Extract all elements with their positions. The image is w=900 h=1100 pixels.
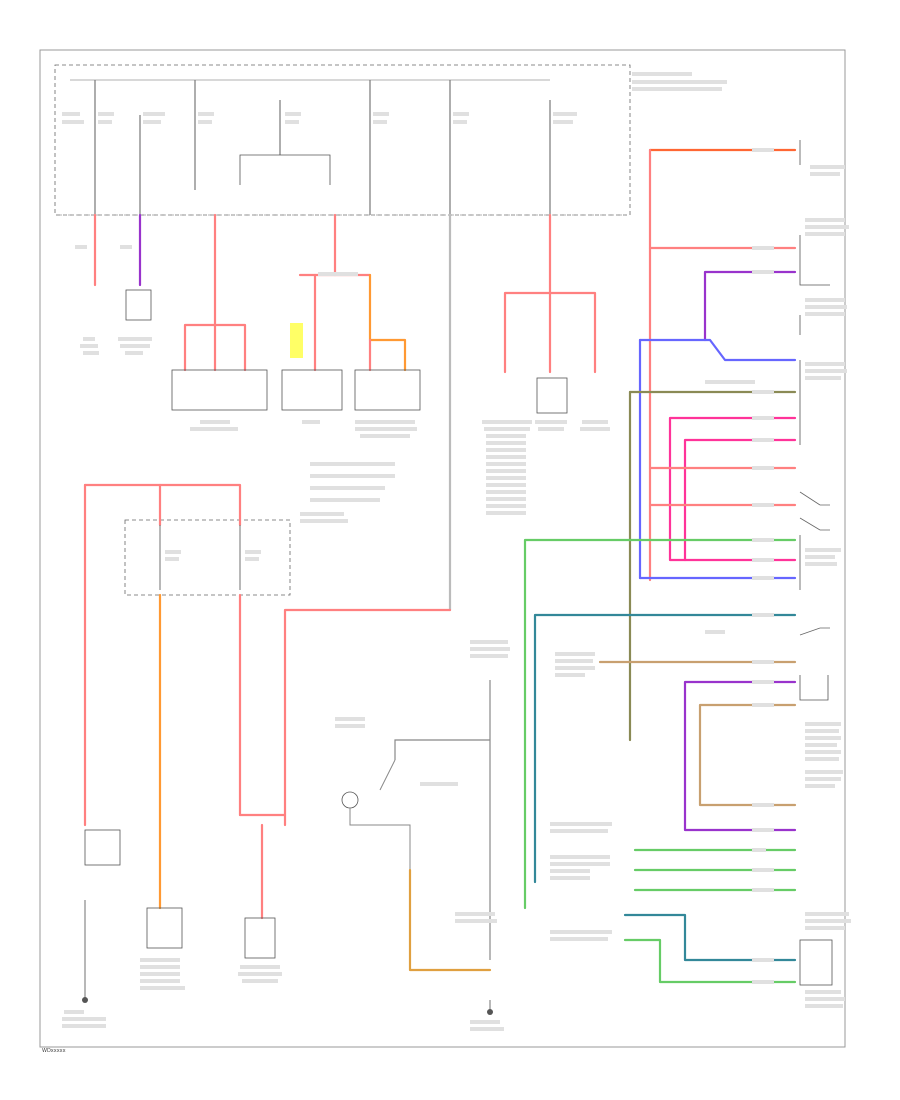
aux-fuse-block-label [190,420,238,431]
fuel-pump-label [80,337,99,355]
ground-left [62,900,106,1028]
relay-label [118,337,152,355]
footer-text: WDxxxxx [42,1048,66,1054]
top-panel-bus-label [318,272,358,276]
fuse-panel-top [54,64,727,216]
lamp-icon [341,791,359,809]
relay-component [125,289,152,321]
aux-battery-label [140,958,185,990]
legend-notes [300,462,395,523]
right-wire-harness [523,148,797,984]
left-fuse-module [83,483,291,827]
consumer-switch [536,377,568,414]
fuse-panel-top-label [632,72,727,91]
radio-label [302,420,320,424]
center-right-labels [550,380,755,941]
wire-orange-center [408,868,492,972]
consumer-left-label [482,420,532,515]
wire-radio-feed [298,213,407,372]
infotainment-unit [354,369,421,411]
aux-relay-lower [244,917,276,959]
wire-fuel-pump [75,213,97,287]
aux-battery [146,907,183,949]
wire-consumer-cluster [503,213,597,374]
right-wire-tags [752,148,774,984]
diagram-frame [39,49,846,1048]
right-components [799,140,851,1008]
center-switch-group [335,640,510,1031]
consumer-mid-label [535,420,567,431]
wire-ground-feed [283,213,452,827]
radio-highlight [290,323,303,358]
aux-fuse-block [171,369,268,411]
radio-unit [281,369,343,411]
wire-purple-relay [120,213,142,287]
infotainment-label [355,420,417,438]
wire-aux-feed [183,213,247,372]
consumer-right-label [580,420,610,431]
aux-battery-relay [84,829,121,866]
aux-relay-label [238,965,282,983]
